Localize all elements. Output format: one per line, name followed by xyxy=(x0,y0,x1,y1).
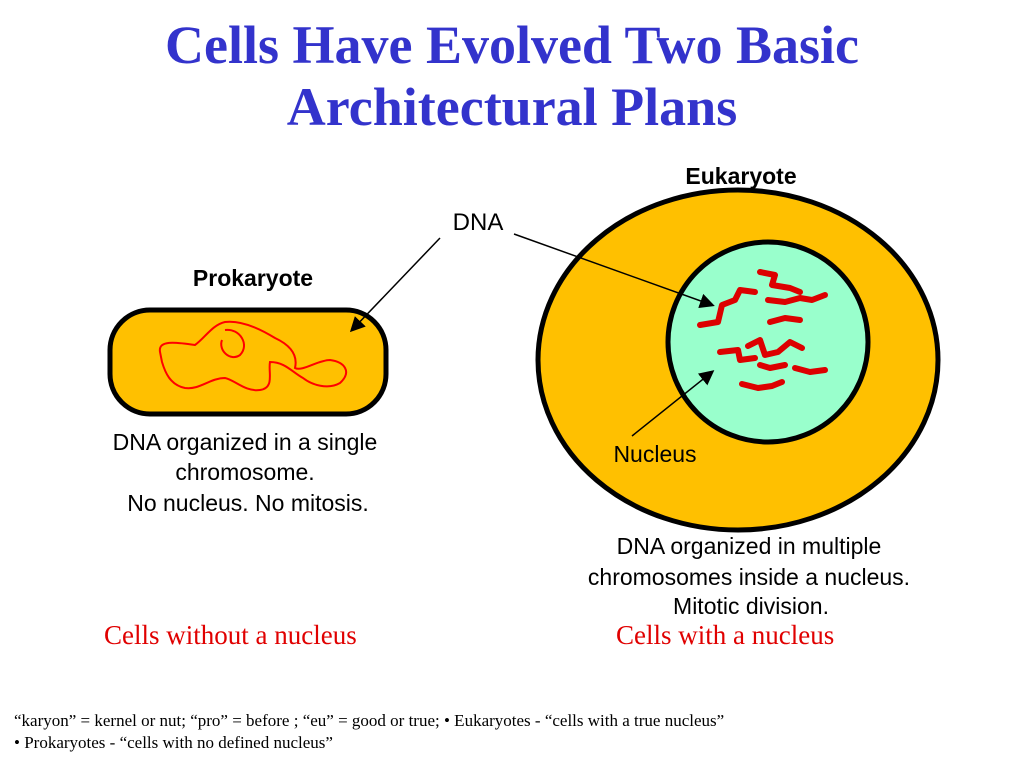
slide-title: Cells Have Evolved Two Basic Architectur… xyxy=(0,14,1024,138)
eukaryote-cell xyxy=(535,187,941,533)
dna-pointer-eukaryote xyxy=(513,233,715,309)
prokaryote-chromosome-loop xyxy=(220,328,245,359)
chromosome xyxy=(792,365,828,375)
title-line-2: Architectural Plans xyxy=(286,77,738,137)
eukaryote-nucleus xyxy=(665,239,871,445)
prokaryote-desc-line: DNA organized in a single xyxy=(113,429,378,455)
chromosome xyxy=(767,315,803,325)
footnote-line-1: “karyon” = kernel or nut; “pro” = before… xyxy=(14,711,725,730)
dna-label: DNA xyxy=(453,209,504,236)
prokaryote-desc-line: chromosome. xyxy=(175,459,314,485)
nucleus-pointer xyxy=(631,370,715,437)
prokaryote-chromosome xyxy=(158,320,348,392)
footnote-line-2: • Prokaryotes - “cells with no defined n… xyxy=(14,733,333,752)
eukaryote-desc-line: DNA organized in multiple xyxy=(617,533,882,559)
chromosome xyxy=(739,379,785,391)
nucleus-label: Nucleus xyxy=(613,441,696,467)
eukaryote-description: DNA organized in multiple chromosomes in… xyxy=(588,533,910,619)
caption-prokaryote: Cells without a nucleus xyxy=(104,620,357,650)
prokaryote-cytoplasm xyxy=(107,307,389,417)
eukaryote-desc-line: Mitotic division. xyxy=(673,593,829,619)
prokaryote-cell xyxy=(107,307,389,417)
chromosome xyxy=(697,287,758,328)
prokaryote-label: Prokaryote xyxy=(193,265,313,291)
eukaryote-label: Eukaryote xyxy=(685,163,796,189)
prokaryote-desc-line: No nucleus. No mitosis. xyxy=(127,490,369,516)
prokaryote-description: DNA organized in a single chromosome. No… xyxy=(113,429,378,516)
eukaryote-desc-line: chromosomes inside a nucleus. xyxy=(588,564,910,590)
chromosome xyxy=(717,347,758,363)
chromosome xyxy=(765,292,828,305)
chromosome xyxy=(745,337,805,358)
chromosome xyxy=(757,269,803,295)
dna-pointer-prokaryote xyxy=(349,237,441,333)
caption-eukaryote: Cells with a nucleus xyxy=(616,620,835,650)
title-line-1: Cells Have Evolved Two Basic xyxy=(164,15,859,75)
chromosome xyxy=(757,362,788,371)
eukaryote-chromosomes xyxy=(697,269,828,391)
footnote: “karyon” = kernel or nut; “pro” = before… xyxy=(14,710,1014,754)
